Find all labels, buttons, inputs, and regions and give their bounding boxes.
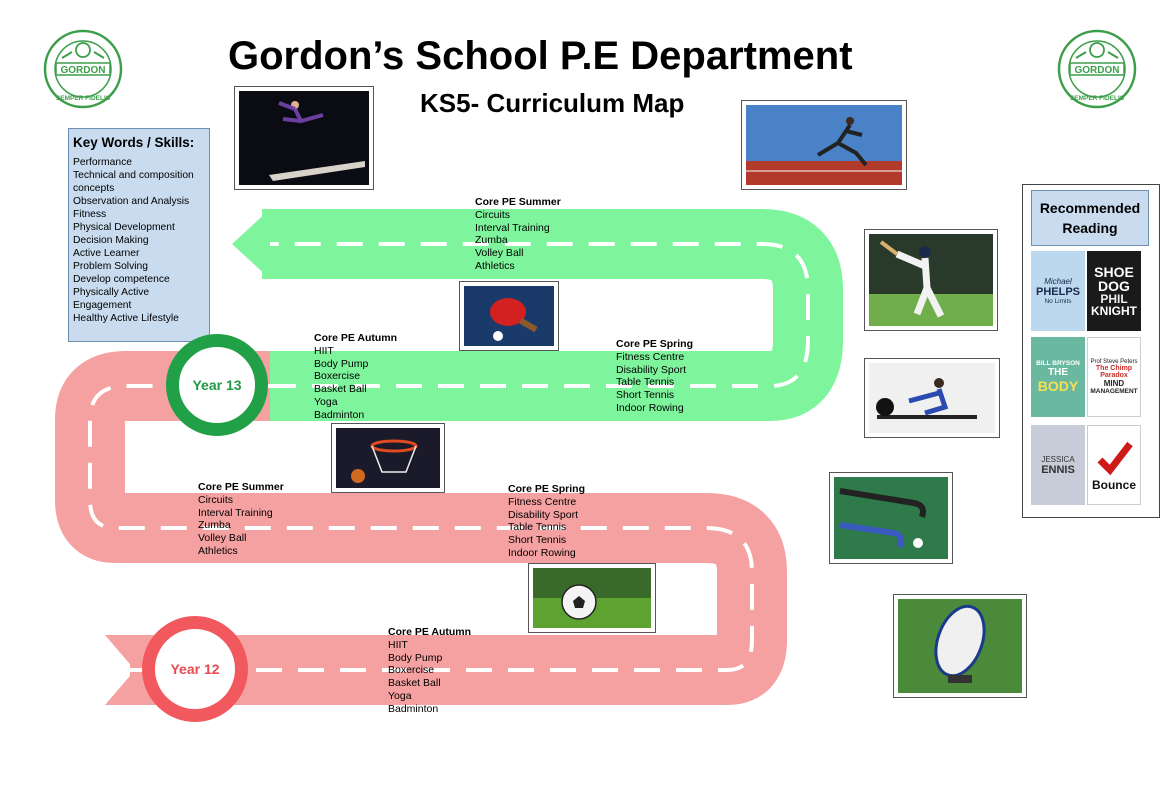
y12-summer-heading: Core PE Summer	[198, 481, 284, 493]
recommended-reading-panel: Recommended Reading Michael PHELPS No Li…	[1022, 184, 1160, 518]
book-cover: Bounce	[1087, 425, 1141, 505]
activity: Fitness Centre	[508, 495, 577, 508]
y13-spring-heading: Core PE Spring	[616, 338, 694, 350]
page-title: Gordon’s School P.E Department	[228, 34, 853, 78]
y12-summer-block: Core PE Summer Circuits Interval Trainin…	[198, 481, 284, 558]
svg-text:GORDON: GORDON	[61, 65, 106, 76]
y13-spring-block: Core PE Spring Fitness Centre Disability…	[616, 338, 693, 415]
activity: Volley Ball	[475, 247, 524, 260]
activity: Disability Sport	[616, 363, 687, 376]
activity: Badminton	[388, 702, 439, 715]
activity: Boxercise	[314, 370, 361, 383]
activity: Athletics	[475, 259, 515, 272]
key-word: Fitness	[73, 209, 107, 220]
book-cover: SHOE DOG PHIL KNIGHT	[1087, 251, 1141, 331]
activity: Yoga	[314, 395, 338, 408]
recommended-reading-heading: Recommended Reading	[1031, 190, 1149, 246]
road-green-dashes	[270, 242, 810, 388]
activity: Boxercise	[388, 664, 435, 677]
year-13-badge: Year 13	[166, 334, 268, 436]
crest-icon: GORDON SEMPER FIDELIS	[43, 29, 123, 109]
y13-summer-block: Core PE Summer Circuits Interval Trainin…	[475, 196, 561, 273]
key-words-panel: Key Words / Skills: Performance Technica…	[68, 128, 210, 342]
activity: Table Tennis	[508, 521, 567, 534]
key-word: Healthy Active Lifestyle	[73, 313, 179, 324]
svg-text:GORDON: GORDON	[1075, 65, 1120, 76]
football-photo	[528, 563, 656, 633]
activity: Zumba	[198, 519, 231, 532]
activity: Body Pump	[388, 651, 443, 664]
activity: HIIT	[314, 344, 334, 357]
key-word: concepts	[73, 183, 115, 194]
gymnast-photo	[234, 86, 374, 190]
activity: Volley Ball	[198, 532, 247, 545]
activity: Zumba	[475, 234, 508, 247]
key-words-list: Performance Technical and composition co…	[73, 156, 205, 325]
checkmark-icon	[1097, 441, 1133, 476]
road-red-dashes	[88, 384, 754, 672]
y13-autumn-heading: Core PE Autumn	[314, 332, 398, 344]
activity: Disability Sport	[508, 508, 579, 521]
key-word: Physical Development	[73, 222, 175, 233]
y12-spring-heading: Core PE Spring	[508, 483, 586, 495]
key-word: Observation and Analysis	[73, 196, 190, 207]
book-cover: JESSICA ENNIS	[1031, 425, 1085, 505]
activity: Table Tennis	[616, 376, 675, 389]
book-cover: Michael PHELPS No Limits	[1031, 251, 1085, 331]
activity: Badminton	[314, 408, 365, 421]
year-12-badge: Year 12	[142, 616, 248, 722]
table-tennis-photo	[459, 281, 559, 351]
key-word: Performance	[73, 157, 132, 168]
activity: Body Pump	[314, 357, 369, 370]
activity: Short Tennis	[508, 534, 567, 547]
hockey-photo	[829, 472, 953, 564]
key-word: Develop competence	[73, 274, 170, 285]
basketball-photo	[331, 423, 445, 493]
svg-text:SEMPER FIDELIS: SEMPER FIDELIS	[56, 95, 111, 102]
key-word: Engagement	[73, 300, 132, 311]
activity: Indoor Rowing	[616, 401, 684, 414]
activity: Basket Ball	[388, 677, 441, 690]
y13-autumn-block: Core PE Autumn HIIT Body Pump Boxercise …	[314, 332, 397, 422]
activity: HIIT	[388, 638, 408, 651]
rugby-ball-photo	[893, 594, 1027, 698]
key-word: Physically Active	[73, 287, 150, 298]
y13-summer-heading: Core PE Summer	[475, 196, 561, 208]
book-cover: BILL BRYSON THE BODY	[1031, 337, 1085, 417]
activity: Interval Training	[475, 221, 550, 234]
key-words-heading: Key Words / Skills:	[73, 135, 195, 150]
school-crest-logo-left: GORDON SEMPER FIDELIS	[42, 28, 124, 110]
svg-text:SEMPER FIDELIS: SEMPER FIDELIS	[1070, 95, 1125, 102]
activity: Circuits	[198, 493, 234, 506]
y12-autumn-heading: Core PE Autumn	[388, 626, 472, 638]
key-word: Active Learner	[73, 248, 140, 259]
rowing-photo	[864, 358, 1000, 438]
y12-spring-block: Core PE Spring Fitness Centre Disability…	[508, 483, 585, 560]
activity: Short Tennis	[616, 389, 675, 402]
school-crest-logo-right: GORDON SEMPER FIDELIS	[1056, 28, 1138, 110]
key-word: Technical and composition	[73, 170, 194, 181]
activity: Indoor Rowing	[508, 546, 576, 559]
page-subtitle: KS5- Curriculum Map	[420, 88, 685, 118]
crest-icon: GORDON SEMPER FIDELIS	[1057, 29, 1137, 109]
key-word: Problem Solving	[73, 261, 148, 272]
activity: Basket Ball	[314, 383, 367, 396]
road-green-arrow	[232, 209, 270, 279]
sprinter-photo	[741, 100, 907, 190]
activity: Yoga	[388, 689, 412, 702]
y12-autumn-block: Core PE Autumn HIIT Body Pump Boxercise …	[388, 626, 471, 716]
key-word: Decision Making	[73, 235, 149, 246]
book-cover: Prof Steve Peters The Chimp Paradox MIND…	[1087, 337, 1141, 417]
activity: Circuits	[475, 208, 511, 221]
activity: Athletics	[198, 544, 238, 557]
activity: Fitness Centre	[616, 350, 685, 363]
activity: Interval Training	[198, 506, 273, 519]
cricket-photo	[864, 229, 998, 331]
